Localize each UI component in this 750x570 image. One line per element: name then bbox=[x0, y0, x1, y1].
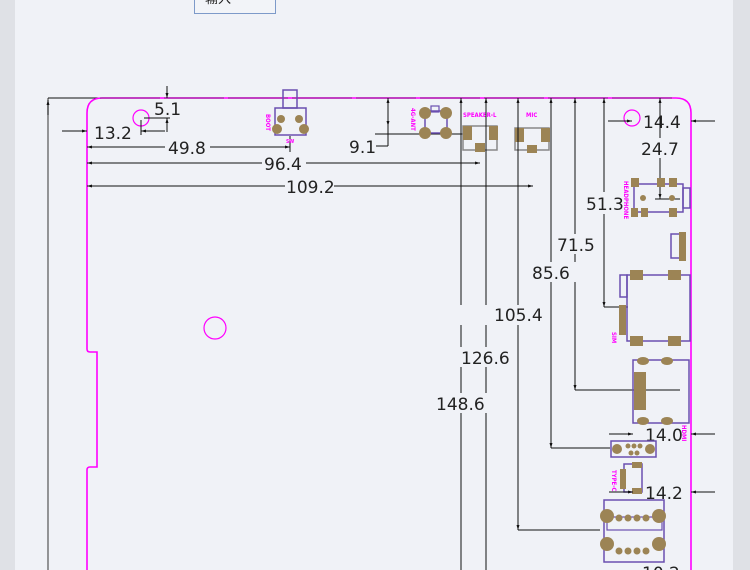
usb-connector bbox=[610, 440, 657, 458]
dim-71-5-label: 71.5 bbox=[557, 236, 595, 256]
boot-sub-label: SW bbox=[286, 139, 294, 145]
sim-card-slot: SIM bbox=[610, 270, 691, 346]
boot-label: BOOT bbox=[264, 114, 271, 131]
drawing-canvas[interactable] bbox=[15, 0, 733, 570]
mounting-hole-middle bbox=[203, 316, 227, 340]
speaker-label: SPEAKER-L bbox=[463, 112, 497, 119]
speaker-connector: SPEAKER-L bbox=[462, 112, 498, 152]
dim-14-4: 14.4 bbox=[608, 113, 715, 133]
dim-bottom-partial-label: 10.2 bbox=[642, 564, 680, 570]
dim-label: 14.0 bbox=[645, 426, 683, 446]
board-outline bbox=[86, 97, 692, 570]
dim-label: 49.8 bbox=[168, 139, 206, 159]
dim-label: 96.4 bbox=[264, 155, 302, 175]
dim-13-2: 13.2 bbox=[62, 120, 165, 144]
dual-usb-connector bbox=[600, 499, 666, 563]
fpc-label: TYPE-C bbox=[610, 470, 617, 491]
sim-label: SIM bbox=[610, 332, 617, 343]
mic-label: MIC bbox=[526, 112, 537, 119]
dim-label: 14.4 bbox=[643, 113, 681, 133]
dim-49-8: 49.8 bbox=[87, 136, 291, 159]
dim-5-1: 5.1 bbox=[144, 86, 181, 132]
dim-label: 9.1 bbox=[349, 138, 376, 158]
dim-24-7-label: 24.7 bbox=[641, 140, 679, 160]
dim-51-3-label: 51.3 bbox=[586, 195, 624, 215]
dim-label: 14.2 bbox=[645, 484, 683, 504]
small-side-connector bbox=[670, 232, 686, 261]
dim-109-2: 109.2 bbox=[87, 178, 533, 198]
dim-label: 109.2 bbox=[286, 178, 335, 198]
dim-126-6-label: 126.6 bbox=[461, 349, 510, 369]
dim-105-4-label: 105.4 bbox=[494, 306, 543, 326]
dim-96-4: 96.4 bbox=[87, 155, 480, 175]
mounting-hole-top-right bbox=[623, 109, 641, 127]
fpc-connector: TYPE-C bbox=[610, 462, 643, 494]
dim-14-2: 14.2 bbox=[609, 484, 715, 504]
hdmi-label: HDMI bbox=[680, 425, 687, 441]
dim-label: 5.1 bbox=[154, 100, 181, 120]
dim-14-0: 14.0 bbox=[609, 426, 715, 446]
hdmi-connector: HDMI bbox=[632, 357, 690, 441]
dim-85-6-label: 85.6 bbox=[532, 264, 570, 284]
boot-switch: BOOT SW bbox=[264, 89, 309, 145]
4g-antenna-connector: 4G-ANT bbox=[409, 105, 452, 139]
headphone-label: HEADPHONE bbox=[622, 181, 629, 219]
headphone-jack: HEADPHONE bbox=[622, 178, 691, 219]
dim-label: 13.2 bbox=[94, 124, 132, 144]
antenna-label: 4G-ANT bbox=[409, 108, 416, 131]
dim-148-6-label: 148.6 bbox=[436, 395, 485, 415]
mic-connector: MIC bbox=[514, 112, 550, 153]
input-button[interactable]: 输入 bbox=[194, 0, 276, 14]
